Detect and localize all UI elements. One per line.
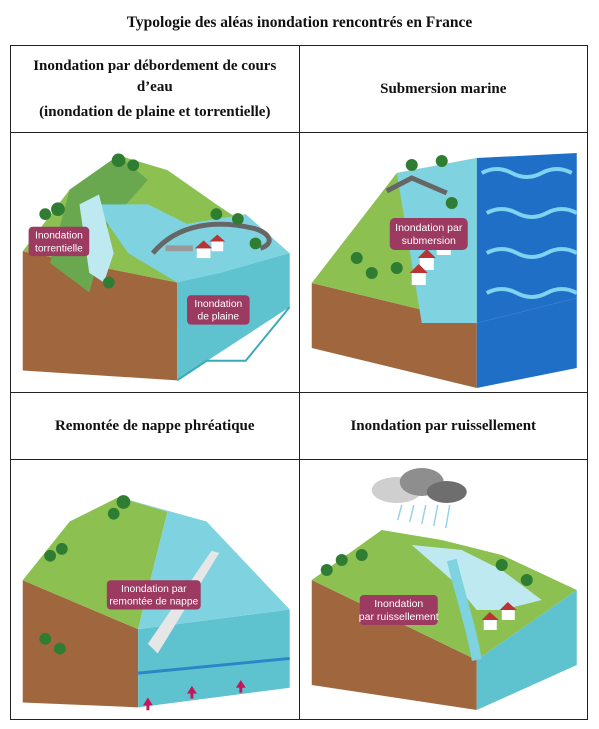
label-groundwater: Inondation par remontée de nappe <box>106 580 201 610</box>
label-runoff-line1: Inondation <box>374 598 423 610</box>
runoff-diagram: Inondation par ruissellement <box>311 468 577 710</box>
label-torrential-line2: torrentielle <box>35 243 83 254</box>
heading-overflow-line1: Inondation par débordement de cours d’ea… <box>33 57 277 95</box>
illustration-river-overflow: Inondation torrentielle Inondation de pl… <box>10 132 300 393</box>
label-submersion-line1: Inondation par <box>395 222 463 234</box>
heading-overflow-line2: (inondation de plaine et torrentielle) <box>39 103 271 120</box>
label-plain-line2: de plaine <box>198 312 240 323</box>
cloud-icon <box>371 468 467 503</box>
cell-heading-overflow: Inondation par débordement de cours d’ea… <box>10 45 300 133</box>
illustration-groundwater-rise: Inondation par remontée de nappe <box>10 459 300 720</box>
label-submersion-line2: submersion <box>401 235 455 247</box>
flood-typology-table: Inondation par débordement de cours d’ea… <box>10 45 588 720</box>
label-plain: Inondation de plaine <box>187 295 250 325</box>
tree-icon <box>350 155 458 279</box>
label-plain-line1: Inondation <box>194 299 242 310</box>
label-groundwater-line1: Inondation par <box>121 584 187 595</box>
cell-heading-marine: Submersion marine <box>298 45 588 133</box>
groundwater-rise-diagram: Inondation par remontée de nappe <box>22 495 290 711</box>
label-submersion: Inondation par submersion <box>389 218 468 250</box>
heading-runoff: Inondation par ruissellement <box>350 417 537 434</box>
house-icon <box>481 602 517 630</box>
illustration-runoff: Inondation par ruissellement <box>298 459 588 720</box>
tree-icon <box>39 153 262 289</box>
cell-heading-runoff: Inondation par ruissellement <box>298 392 588 460</box>
tree-icon <box>320 549 533 586</box>
label-runoff: Inondation par ruissellement <box>358 595 438 625</box>
label-torrential-line1: Inondation <box>35 231 83 242</box>
illustration-marine-submersion: Inondation par submersion <box>298 132 588 393</box>
heading-groundwater: Remontée de nappe phréatique <box>54 417 255 434</box>
label-torrential: Inondation torrentielle <box>28 226 90 257</box>
marine-submersion-diagram: Inondation par submersion <box>311 153 578 388</box>
arrow-up-icon <box>143 679 246 711</box>
cell-heading-groundwater: Remontée de nappe phréatique <box>10 392 300 460</box>
label-groundwater-line2: remontée de nappe <box>109 597 198 608</box>
label-runoff-line2: par ruissellement <box>358 611 438 623</box>
river-overflow-diagram: Inondation torrentielle Inondation de pl… <box>22 153 291 382</box>
tree-icon <box>39 495 131 655</box>
page-title: Typologie des aléas inondation rencontré… <box>126 14 473 31</box>
house-icon <box>194 234 226 259</box>
heading-marine: Submersion marine <box>380 80 507 97</box>
